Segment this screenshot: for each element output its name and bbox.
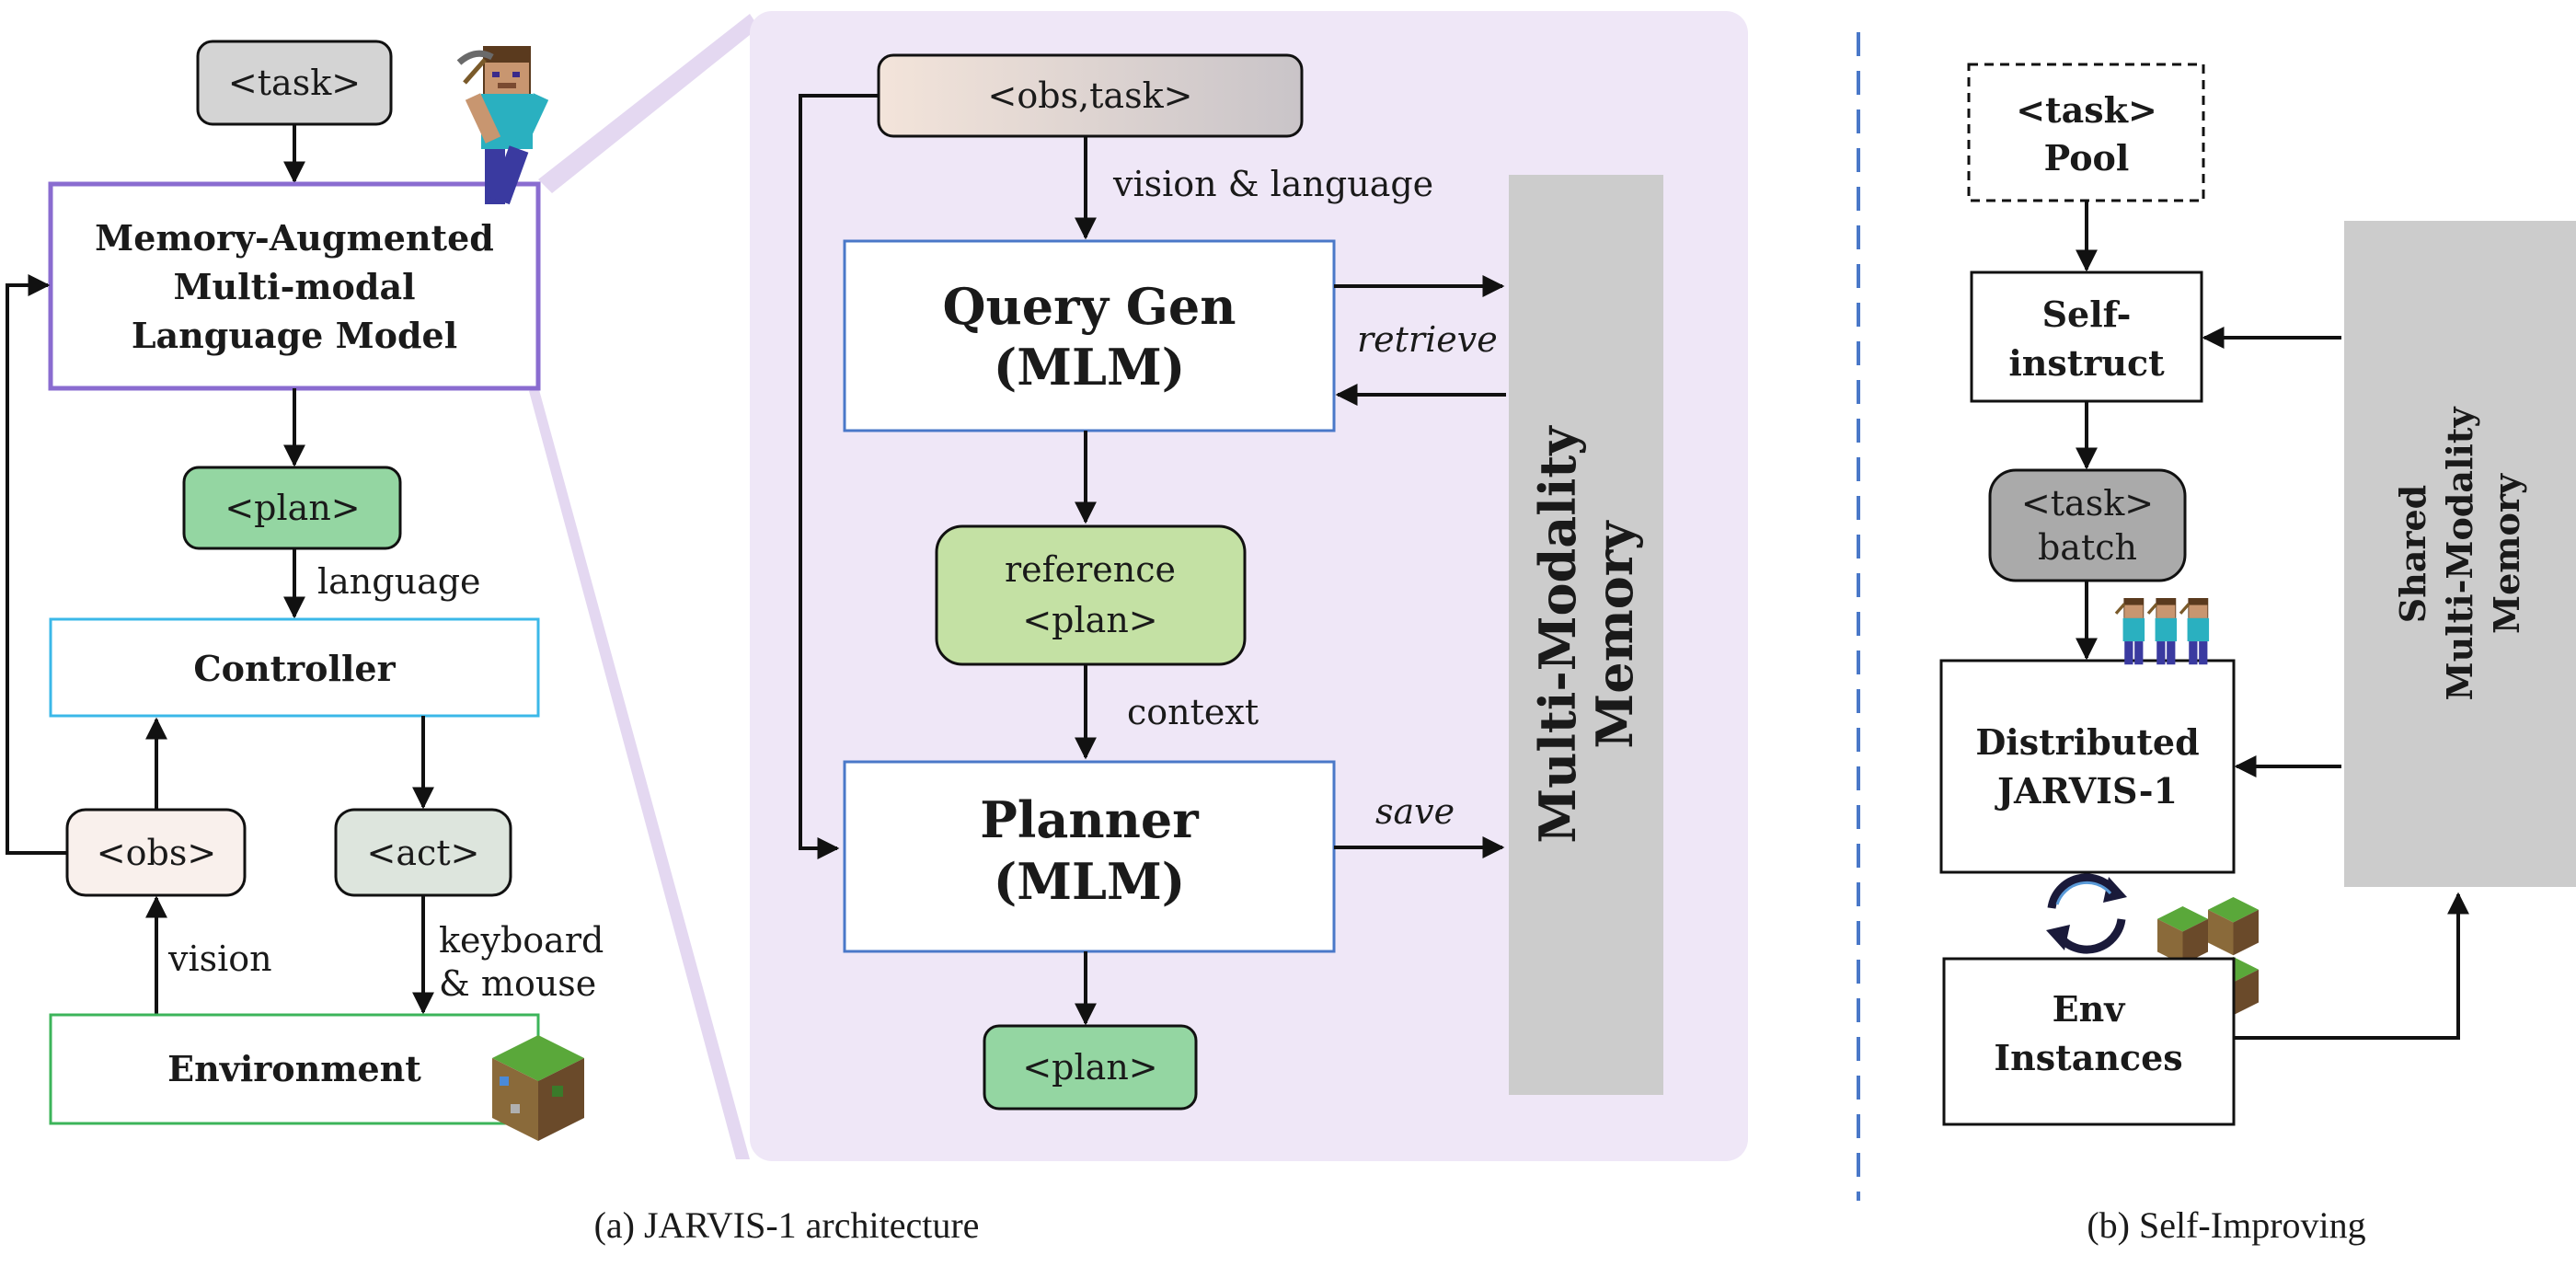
memory-line-2: Memory [1585,520,1644,749]
context-label: context [1127,692,1259,732]
task-batch-line-2: batch [2038,527,2137,568]
mlm-box [48,181,541,391]
shared-memory-line-2: Multi-Modality [2439,407,2480,701]
minecraft-steve-icon [2179,598,2210,665]
caption-self-improving: (b) Self-Improving [2087,1204,2365,1246]
minecraft-steve-icon [456,46,549,205]
minecraft-block-icon [492,1035,584,1141]
query-gen-box [843,239,1336,432]
env-to-memory-arrow [2234,892,2469,1040]
minecraft-steve-icon [2146,598,2178,665]
mlm-line-3: Language Model [132,315,457,356]
zoom-content: <obs,task> vision & language Query Gen (… [799,53,1663,1111]
language-label: language [317,561,481,602]
mouse-label: & mouse [439,963,596,1004]
architecture-panel: <task> Memory-Augmented Multi-modal Lang… [6,40,604,1141]
vision-label: vision [167,938,272,979]
planner-line-2: (MLM) [994,852,1186,911]
env-instances-box [1942,957,2236,1126]
planner-box [843,760,1336,953]
env-instances-line-1: Env [2053,988,2127,1030]
zoom-connector-bottom [529,386,750,1159]
self-improving-panel: <task> Pool Self- instruct <task> batch … [1939,63,2576,1126]
obs-label: <obs> [97,833,216,873]
planner-line-1: Planner [980,790,1199,849]
task-pool-box [1967,63,2205,202]
env-instances-line-2: Instances [1994,1037,2182,1078]
vision-language-label: vision & language [1112,164,1433,204]
distributed-line-1: Distributed [1975,721,2199,763]
minecraft-steve-icon [2114,598,2145,665]
self-instruct-line-1: Self- [2042,294,2132,335]
task-pool-line-2: Pool [2044,137,2130,178]
shared-memory-box [2344,221,2576,887]
act-label: <act> [367,833,480,873]
output-plan-label: <plan> [1022,1047,1157,1088]
environment-label: Environment [167,1048,421,1089]
distributed-box [1939,659,2236,874]
mlm-line-1: Memory-Augmented [95,217,494,259]
memory-box [1509,175,1663,1095]
zoom-connector-top [538,14,759,193]
reference-line-2: <plan> [1022,600,1157,640]
controller-label: Controller [193,648,396,689]
shared-memory-line-1: Shared [2392,485,2433,623]
obs-task-bypass-arrow [799,94,879,859]
memory-line-1: Multi-Modality [1528,425,1587,844]
obs-task-label: <obs,task> [988,75,1193,116]
caption-architecture: (a) JARVIS-1 architecture [594,1204,980,1246]
self-instruct-line-2: instruct [2008,342,2165,384]
shared-memory-line-3: Memory [2486,473,2527,634]
plan-label: <plan> [224,488,360,528]
task-label: <task> [228,63,361,103]
reference-line-1: reference [1005,549,1176,590]
retrieve-label: retrieve [1357,319,1498,360]
reference-plan-box [935,524,1247,666]
task-batch-line-1: <task> [2021,483,2154,524]
output-plan-box [983,1024,1198,1111]
controller-box [49,617,540,718]
distributed-line-2: JARVIS-1 [1995,770,2178,812]
obs-feedback-loop-arrow [6,274,67,855]
cycle-arrows-icon [2046,873,2127,954]
query-gen-line-1: Query Gen [942,277,1236,336]
environment-box [49,1013,540,1125]
minecraft-block-icon [2157,906,2208,965]
plan-box [182,466,402,550]
keyboard-label: keyboard [439,920,604,961]
query-gen-line-2: (MLM) [994,338,1186,397]
task-pool-line-1: <task> [2016,89,2157,131]
save-label: save [1375,791,1455,832]
minecraft-block-icon [2208,897,2259,956]
mlm-line-2: Multi-modal [173,266,415,307]
